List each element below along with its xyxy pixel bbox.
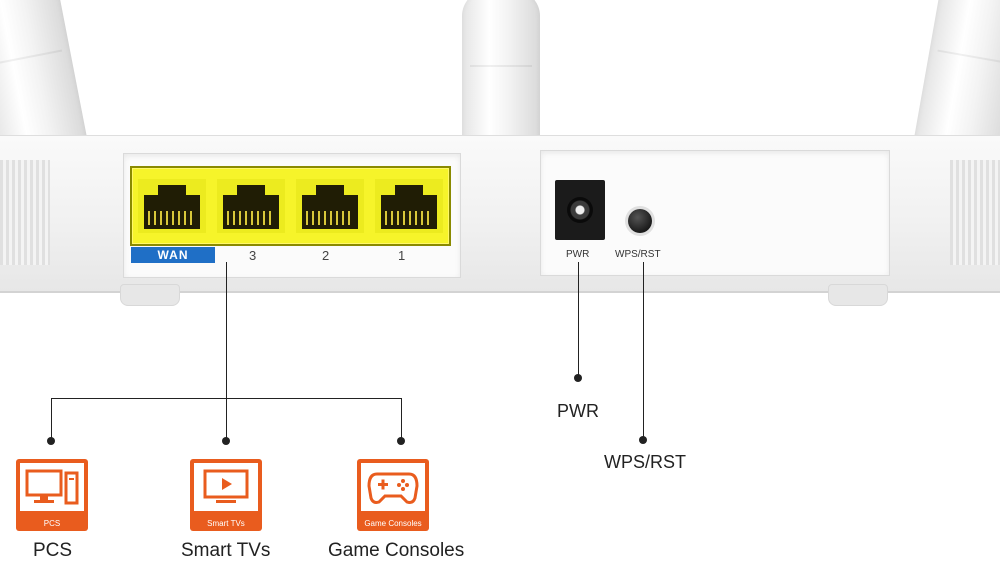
game-consoles-badge-label: Game Consoles [364,519,422,528]
lan-port-2-label: 2 [322,248,330,263]
router-foot-right [828,284,888,306]
ethernet-port-block [130,166,451,246]
gamepad-icon [367,472,419,504]
wps-rst-port-label: WPS/RST [615,249,661,260]
router-vent-left [0,160,50,265]
power-jack[interactable] [555,180,605,240]
smart-tvs-badge: Smart TVs [190,459,262,531]
smart-tvs-badge-label: Smart TVs [207,519,245,528]
router-vent-right [950,160,1000,265]
game-consoles-caption: Game Consoles [328,540,465,561]
wps-connector-dot [639,436,647,444]
router-foot-left [120,284,180,306]
lan-port-2[interactable] [296,179,365,233]
pwr-port-label: PWR [566,249,590,260]
pc-branch-line [51,398,52,440]
wan-connector-line [226,262,227,440]
pc-icon [25,469,79,505]
pwr-connector-dot [574,374,582,382]
console-connector-dot [397,437,405,445]
pwr-callout: PWR [557,401,599,421]
pcs-badge-label: PCS [43,519,61,528]
console-branch-line [401,398,402,440]
lan-port-1-label: 1 [398,248,406,263]
lan-port-3[interactable] [216,179,285,233]
tv-connector-dot [222,437,230,445]
lan-port-1[interactable] [375,179,444,233]
pcs-caption: PCS [33,540,73,561]
wan-port[interactable] [137,179,206,233]
lan-port-3-label: 3 [249,248,257,263]
wps-rst-button[interactable] [628,209,652,233]
wps-connector-line [643,262,644,440]
tv-icon [203,469,249,503]
game-consoles-badge: Game Consoles [357,459,429,531]
wan-label: WAN [131,247,215,263]
smart-tvs-caption: Smart TVs [181,540,271,561]
pwr-connector-line [578,262,579,378]
pcs-badge: PCS [16,459,88,531]
device-branch-line [51,398,402,399]
pc-connector-dot [47,437,55,445]
wps-rst-callout: WPS/RST [604,452,687,472]
